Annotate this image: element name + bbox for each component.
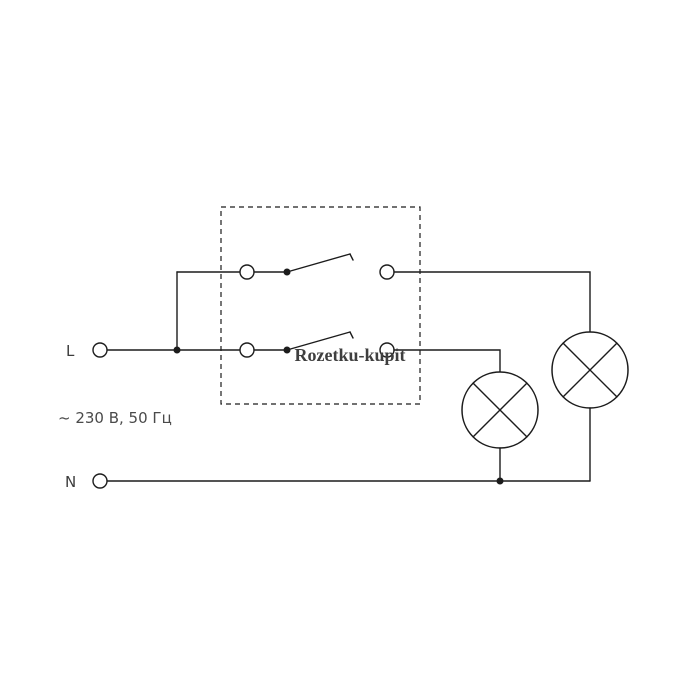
- watermark-text: Rozetku-kupit: [294, 345, 405, 365]
- lamp-2: [551, 331, 629, 409]
- n-terminal-circle: [92, 473, 108, 489]
- switch-enclosure-dashed-box: [220, 206, 421, 405]
- l-terminal-circle: [92, 342, 108, 358]
- switch-1-lever-tip: [349, 253, 354, 261]
- wire-switch-2-to-lamp-1: [393, 349, 501, 373]
- lamp-1-cross-line-2: [472, 382, 528, 438]
- supply-voltage-label: ~ 230 В, 50 Гц: [58, 409, 172, 427]
- switch-1: [239, 253, 395, 280]
- junction-dot-neutral: [496, 477, 504, 485]
- switch-2-lever: [286, 331, 351, 351]
- n-terminal-label: N: [65, 473, 76, 491]
- switch-2-lever-tip: [349, 331, 354, 339]
- switch-2-input-terminal: [239, 342, 255, 358]
- wire-switch-1-to-lamp-2: [393, 271, 591, 333]
- switch-1-lever: [286, 253, 351, 273]
- switch-1-output-terminal: [379, 264, 395, 280]
- switch-1-input-terminal: [239, 264, 255, 280]
- switch-2: [239, 331, 395, 358]
- l-terminal-label: L: [66, 342, 75, 360]
- lamp-1: [461, 371, 539, 449]
- lamp-2-cross-line-2: [562, 342, 618, 398]
- junction-dot-l-branch: [173, 346, 181, 354]
